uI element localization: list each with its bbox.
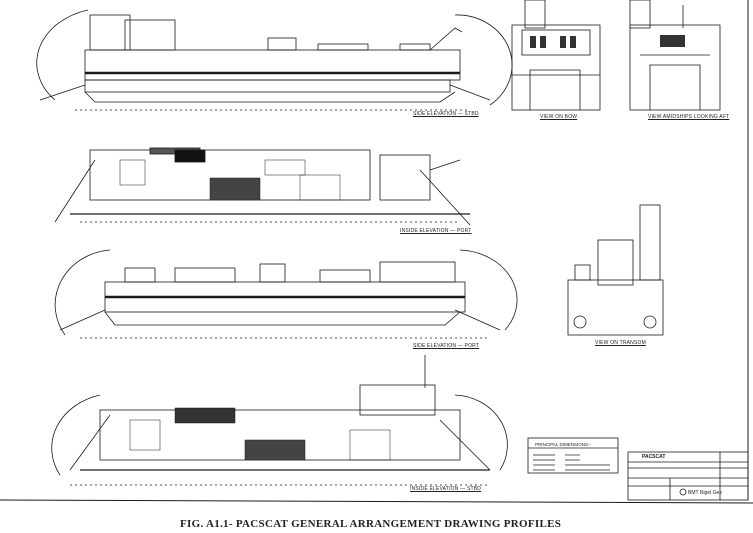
figure-caption: FIG. A1.1- PACSCAT GENERAL ARRANGEMENT D… [180, 518, 562, 530]
title-block [627, 451, 749, 501]
view-amidships-drawing [629, 0, 721, 111]
principal-dimensions-table [527, 437, 619, 474]
label-view-on-bow: VIEW ON BOW [540, 114, 578, 120]
label-side-elevation-port: SIDE ELEVATION — PORT [413, 343, 480, 349]
label-inside-elevation-stbd: INSIDE ELEVATION — STBD [410, 486, 482, 492]
inside-elevation-port-drawing [54, 147, 471, 226]
view-on-bow-drawing [511, 0, 601, 111]
label-view-on-transom: VIEW ON TRANSOM [595, 340, 646, 346]
label-inside-elevation-port: INSIDE ELEVATION — PORT [400, 228, 472, 234]
title-block-project: PACSCAT [642, 454, 666, 460]
view-on-transom-drawing [567, 204, 664, 336]
label-side-elevation-stbd: SIDE ELEVATION — STBD [413, 111, 479, 117]
side-elevation-port-drawing [54, 249, 518, 339]
label-view-amidships: VIEW AMIDSHIPS LOOKING AFT [648, 114, 730, 120]
principal-dimensions-title: PRINCIPAL DIMENSIONS:- [535, 442, 591, 447]
side-elevation-stbd-drawing [36, 9, 513, 111]
inside-elevation-stbd-drawing [51, 355, 508, 486]
title-block-company: BMT Nigel Gee [688, 490, 723, 496]
